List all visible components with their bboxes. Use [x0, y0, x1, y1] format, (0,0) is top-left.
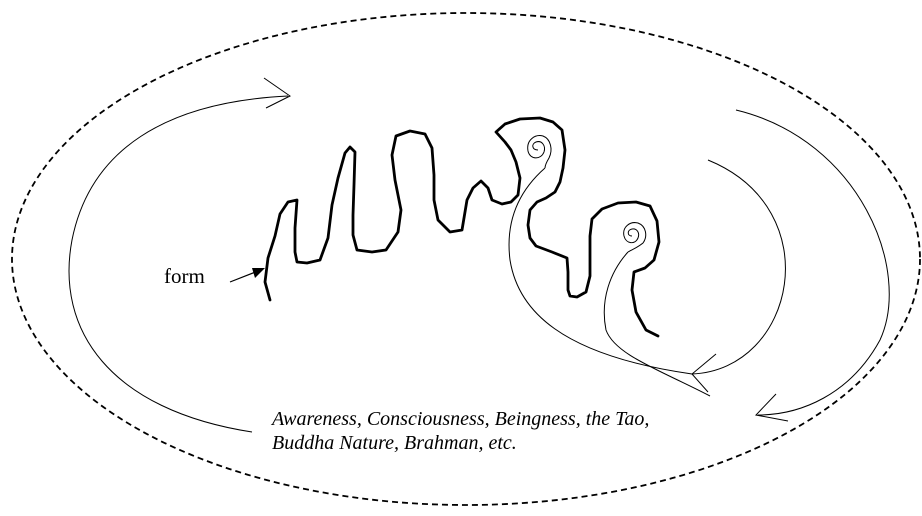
right-inner-arc	[692, 160, 785, 374]
right-outer-circulation-arc	[736, 110, 889, 415]
form-pointer-arrowhead	[252, 268, 265, 278]
caption-line-2: Buddha Nature, Brahman, etc.	[272, 431, 649, 455]
right-outer-arc-arrowhead	[756, 394, 788, 421]
caption: Awareness, Consciousness, Beingness, the…	[272, 407, 649, 455]
caption-line-1: Awareness, Consciousness, Beingness, the…	[272, 407, 649, 431]
left-arc-arrowhead	[264, 78, 290, 108]
second-spiral	[624, 223, 646, 252]
second-spiral-tail-line	[604, 252, 710, 396]
first-spiral	[528, 136, 551, 168]
form-label: form	[164, 264, 205, 288]
first-spiral-tail-line	[509, 168, 692, 374]
form-outline	[265, 118, 659, 336]
